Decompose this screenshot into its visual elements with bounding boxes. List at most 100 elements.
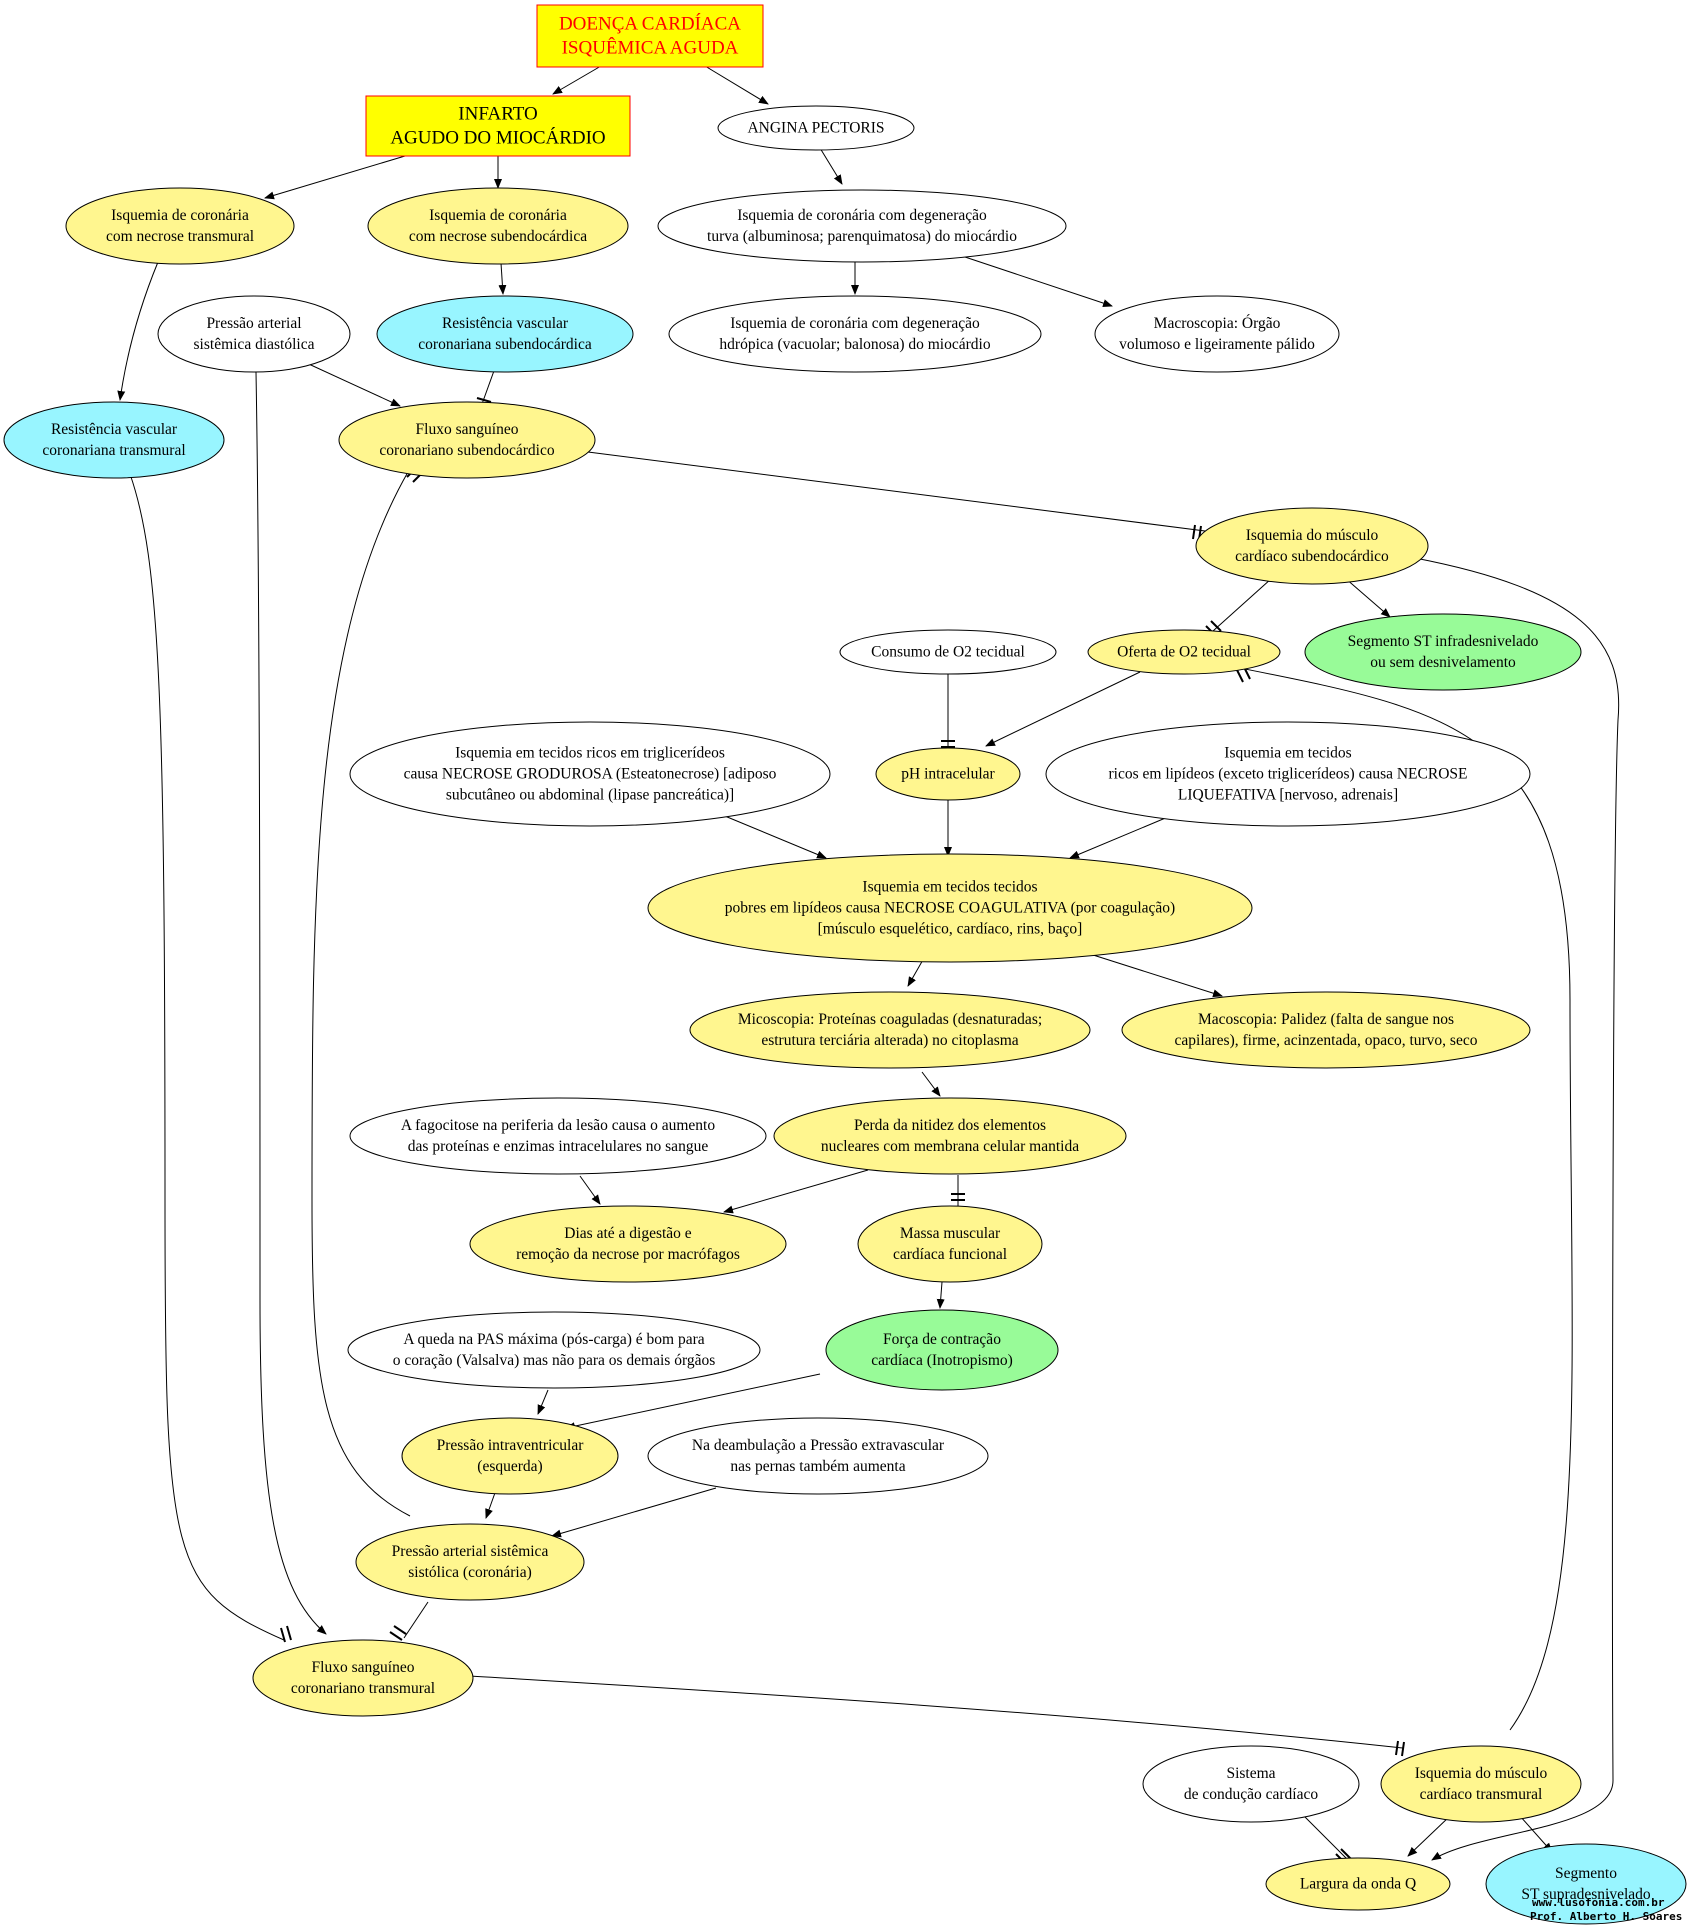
- edge-doenca-angina: [704, 65, 769, 105]
- edge-resisttrans-fluxotrans: [129, 473, 285, 1641]
- node-shape: [1142, 1745, 1360, 1823]
- edge-diast-fluxosub: [299, 359, 401, 407]
- node-label-line: Isquemia de coronária: [429, 207, 567, 224]
- node-label-line: ANGINA PECTORIS: [747, 120, 884, 137]
- node-label-line: (esquerda): [477, 1458, 542, 1475]
- node-label-line: Massa muscular: [900, 1225, 1001, 1242]
- node-resist-transmural: Resistência vascular coronariana transmur…: [3, 401, 225, 479]
- node-shape: [536, 4, 764, 68]
- node-label-line: ST supradesnivelado: [1521, 1886, 1651, 1903]
- node-label-line: capilares), firme, acinzentada, opaco, t…: [1175, 1032, 1478, 1049]
- node-label-line: Isquemia do músculo: [1246, 527, 1379, 544]
- node-fagocitose: A fagocitose na periferia da lesão causa…: [349, 1097, 767, 1175]
- node-resist-subendo: Resistência vascular coronariana subendoc…: [376, 295, 634, 373]
- node-label-line: das proteínas e enzimas intracelulares n…: [408, 1138, 709, 1155]
- node-forca: Força de contração cardíaca (Inotropismo): [825, 1309, 1059, 1391]
- node-label-line: remoção da necrose por macrófagos: [516, 1246, 740, 1263]
- node-shape: [401, 1417, 619, 1495]
- node-shape: [1045, 721, 1531, 827]
- node-shape: [668, 295, 1042, 373]
- node-label-line: coronariano transmural: [291, 1680, 435, 1697]
- node-label-line: Largura da onda Q: [1300, 1876, 1416, 1893]
- edge-isqmus-stinfra: [1344, 577, 1391, 618]
- node-label-line: LIQUEFATIVA [nervoso, adrenais]: [1178, 787, 1398, 804]
- edge-micro-perda: [921, 1071, 941, 1097]
- node-shape: [469, 1205, 787, 1283]
- node-shape: [1087, 629, 1281, 675]
- node-label-line: Pressão arterial sistêmica: [392, 1543, 549, 1560]
- edges-layer: [117, 65, 1620, 1865]
- node-label-line: Macoscopia: Palidez (falta de sangue nos: [1198, 1011, 1454, 1028]
- edge-massa-forca: [936, 1281, 945, 1309]
- node-shape: [355, 1523, 585, 1601]
- node-label-line: volumoso e ligeiramente pálido: [1119, 336, 1315, 353]
- edge-isqmus-oferta: [1212, 577, 1273, 632]
- node-label-line: Fluxo sanguíneo: [416, 421, 519, 438]
- edge-oferta-ph: [985, 671, 1141, 747]
- node-label-line: AGUDO DO MIOCÁRDIO: [390, 127, 605, 149]
- node-label-line: com necrose subendocárdica: [409, 228, 587, 245]
- edge-perda-dias: [723, 1169, 869, 1214]
- node-label-line: INFARTO: [458, 104, 537, 125]
- edge-isqmustrans-oferta: [1239, 667, 1573, 1731]
- node-label-line: Fluxo sanguíneo: [312, 1659, 415, 1676]
- edge-psist-fluxosub: [311, 471, 411, 1517]
- node-isq-trig: Isquemia em tecidos ricos em trigliceríd…: [349, 721, 831, 827]
- node-label-line: o coração (Valsalva) mas não para os dem…: [393, 1352, 716, 1369]
- edge-sistema-largura: [1299, 1811, 1351, 1863]
- node-oferta-o2: Oferta de O2 tecidual: [1087, 629, 1281, 675]
- node-shape: [1195, 507, 1429, 585]
- node-label-line: Resistência vascular: [51, 421, 178, 438]
- node-label-line: Perda da nitidez dos elementos: [854, 1117, 1046, 1134]
- edge-isqsub-resistsub: [498, 262, 507, 295]
- node-massa: Massa muscular cardíaca funcional: [857, 1205, 1043, 1283]
- node-label-line: Na deambulação a Pressão extravascular: [692, 1437, 945, 1454]
- node-label-line: nucleares com membrana celular mantida: [821, 1138, 1079, 1155]
- node-label-line: Isquemia em tecidos ricos em trigliceríd…: [455, 745, 725, 762]
- edge-lipid-coag: [1069, 813, 1176, 859]
- node-angina: ANGINA PECTORIS: [717, 105, 915, 151]
- edge-isqmus-largura: [1414, 557, 1620, 1861]
- node-label-line: Pressão arterial: [206, 315, 301, 332]
- node-label-line: Micoscopia: Proteínas coaguladas (desnat…: [738, 1011, 1042, 1028]
- node-label-line: Sistema: [1226, 1765, 1275, 1782]
- node-shape: [825, 1309, 1059, 1391]
- node-label-line: sistólica (coronária): [408, 1564, 532, 1581]
- node-label-line: cardíaca (Inotropismo): [871, 1352, 1013, 1369]
- node-ph: pH intracelular: [875, 747, 1021, 801]
- edge-psist-fluxotrans: [403, 1601, 429, 1639]
- node-label-line: coronariana subendocárdica: [418, 336, 592, 353]
- node-label-line: Consumo de O2 tecidual: [871, 644, 1025, 661]
- node-shape: [376, 295, 634, 373]
- node-shape: [1265, 1857, 1451, 1911]
- node-label-line: coronariana transmural: [42, 442, 185, 459]
- node-label-line: com necrose transmural: [106, 228, 254, 245]
- node-shape: [365, 95, 631, 157]
- node-label-line: DOENÇA CARDÍACA: [559, 13, 741, 35]
- node-label-line: A queda na PAS máxima (pós-carga) é bom …: [403, 1331, 704, 1348]
- node-label-line: Isquemia do músculo: [1415, 1765, 1548, 1782]
- node-label-line: pH intracelular: [901, 766, 995, 783]
- edge-deamb-psist: [551, 1487, 717, 1538]
- node-shape: [773, 1097, 1127, 1175]
- node-isq-hidropica: Isquemia de coronária com degeneraçãohdr…: [668, 295, 1042, 373]
- node-shape: [647, 853, 1253, 963]
- node-label-line: Oferta de O2 tecidual: [1117, 644, 1251, 661]
- edge-diast-fluxotrans: [255, 371, 327, 1635]
- node-shape: [1380, 1745, 1582, 1823]
- node-label-line: ricos em lipídeos (exceto triglicerídeos…: [1109, 766, 1468, 783]
- node-label-line: subcutâneo ou abdominal (lipase pancreát…: [446, 787, 734, 804]
- node-shape: [65, 187, 295, 265]
- node-label-line: Força de contração: [883, 1331, 1001, 1348]
- node-label-line: estrutura terciária alterada) no citopla…: [761, 1032, 1018, 1049]
- node-label-line: ISQUÊMICA AGUDA: [562, 37, 739, 59]
- node-label-line: cardíaca funcional: [893, 1246, 1007, 1263]
- node-label-line: Resistência vascular: [442, 315, 569, 332]
